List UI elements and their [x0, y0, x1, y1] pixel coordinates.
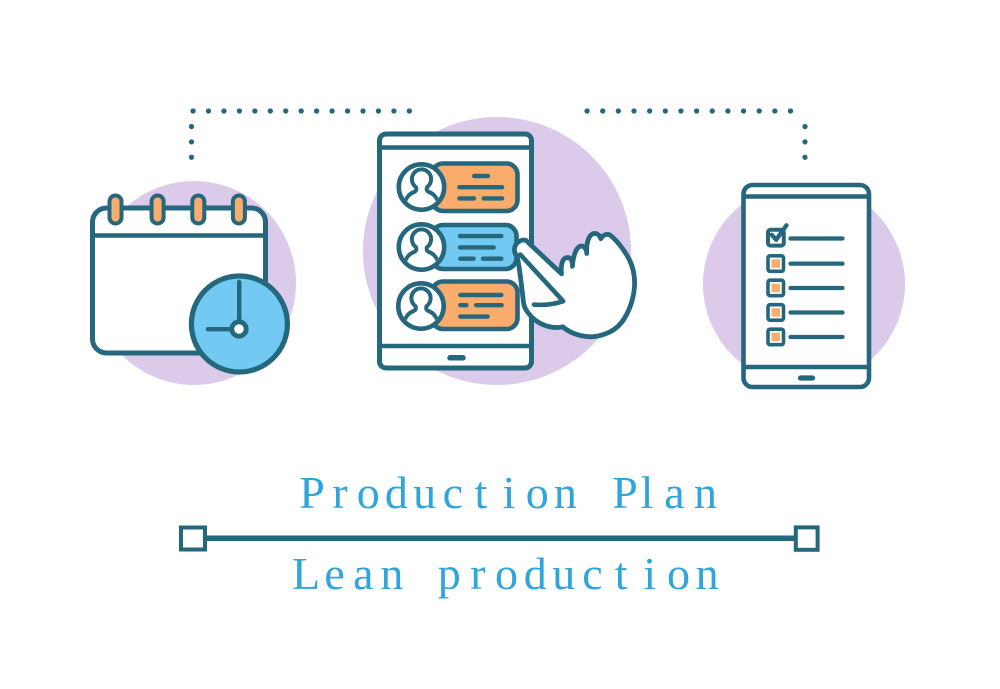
- svg-text:a: a: [664, 467, 684, 518]
- svg-text:i: i: [503, 467, 516, 518]
- svg-text:r: r: [470, 548, 485, 599]
- svg-text:d: d: [385, 467, 408, 518]
- svg-text:u: u: [552, 548, 575, 599]
- svg-text:n: n: [380, 548, 403, 599]
- svg-text:P: P: [612, 467, 638, 518]
- svg-text:r: r: [332, 467, 347, 518]
- svg-text:a: a: [353, 548, 373, 599]
- svg-text:o: o: [526, 467, 549, 518]
- svg-text:p: p: [438, 548, 461, 599]
- svg-text:u: u: [413, 467, 436, 518]
- svg-text:t: t: [615, 548, 628, 599]
- svg-text:o: o: [495, 548, 518, 599]
- svg-text:n: n: [696, 548, 719, 599]
- svg-text:L: L: [292, 548, 320, 599]
- svg-text:t: t: [475, 467, 488, 518]
- svg-text:n: n: [554, 467, 577, 518]
- svg-text:P: P: [299, 467, 325, 518]
- svg-text:c: c: [582, 548, 602, 599]
- svg-text:c: c: [443, 467, 463, 518]
- svg-text:o: o: [667, 548, 690, 599]
- svg-text:n: n: [694, 467, 717, 518]
- svg-text:e: e: [324, 548, 344, 599]
- svg-text:i: i: [643, 548, 656, 599]
- svg-text:o: o: [357, 467, 380, 518]
- svg-text:d: d: [524, 548, 547, 599]
- svg-text:l: l: [641, 467, 654, 518]
